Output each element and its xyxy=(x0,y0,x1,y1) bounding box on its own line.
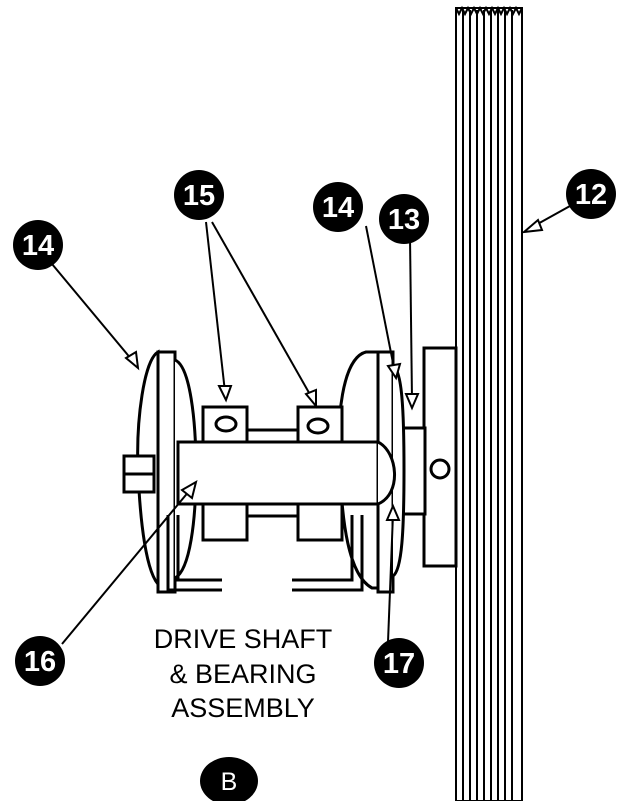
callout-14-left-label: 14 xyxy=(22,230,54,262)
callout-14-left: 14 xyxy=(13,220,63,270)
belt-column xyxy=(455,5,523,801)
caption-line-1: DRIVE SHAFT xyxy=(154,624,333,654)
callout-13: 13 xyxy=(379,194,429,244)
drive-shaft xyxy=(122,440,396,506)
caption-line-2: & BEARING xyxy=(169,659,316,689)
callout-15-label: 15 xyxy=(183,180,215,212)
callout-17: 17 xyxy=(374,638,424,688)
callout-14-right: 14 xyxy=(313,182,363,232)
callout-15: 15 xyxy=(174,170,224,220)
bearing-mount-block xyxy=(401,346,458,568)
callout-12: 12 xyxy=(566,169,616,219)
caption: DRIVE SHAFT & BEARING ASSEMBLY xyxy=(154,624,333,723)
callout-12-label: 12 xyxy=(575,179,607,211)
section-badge: B xyxy=(200,757,258,801)
section-badge-label: B xyxy=(221,768,238,796)
set-collars xyxy=(201,405,344,542)
caption-line-3: ASSEMBLY xyxy=(171,693,315,723)
callout-16-label: 16 xyxy=(24,646,56,678)
callout-14-right-label: 14 xyxy=(322,192,354,224)
angle-brackets xyxy=(166,515,364,592)
leader-lines xyxy=(51,205,571,645)
callout-13-label: 13 xyxy=(388,204,420,236)
callout-16: 16 xyxy=(15,636,65,686)
callout-17-label: 17 xyxy=(383,648,415,680)
